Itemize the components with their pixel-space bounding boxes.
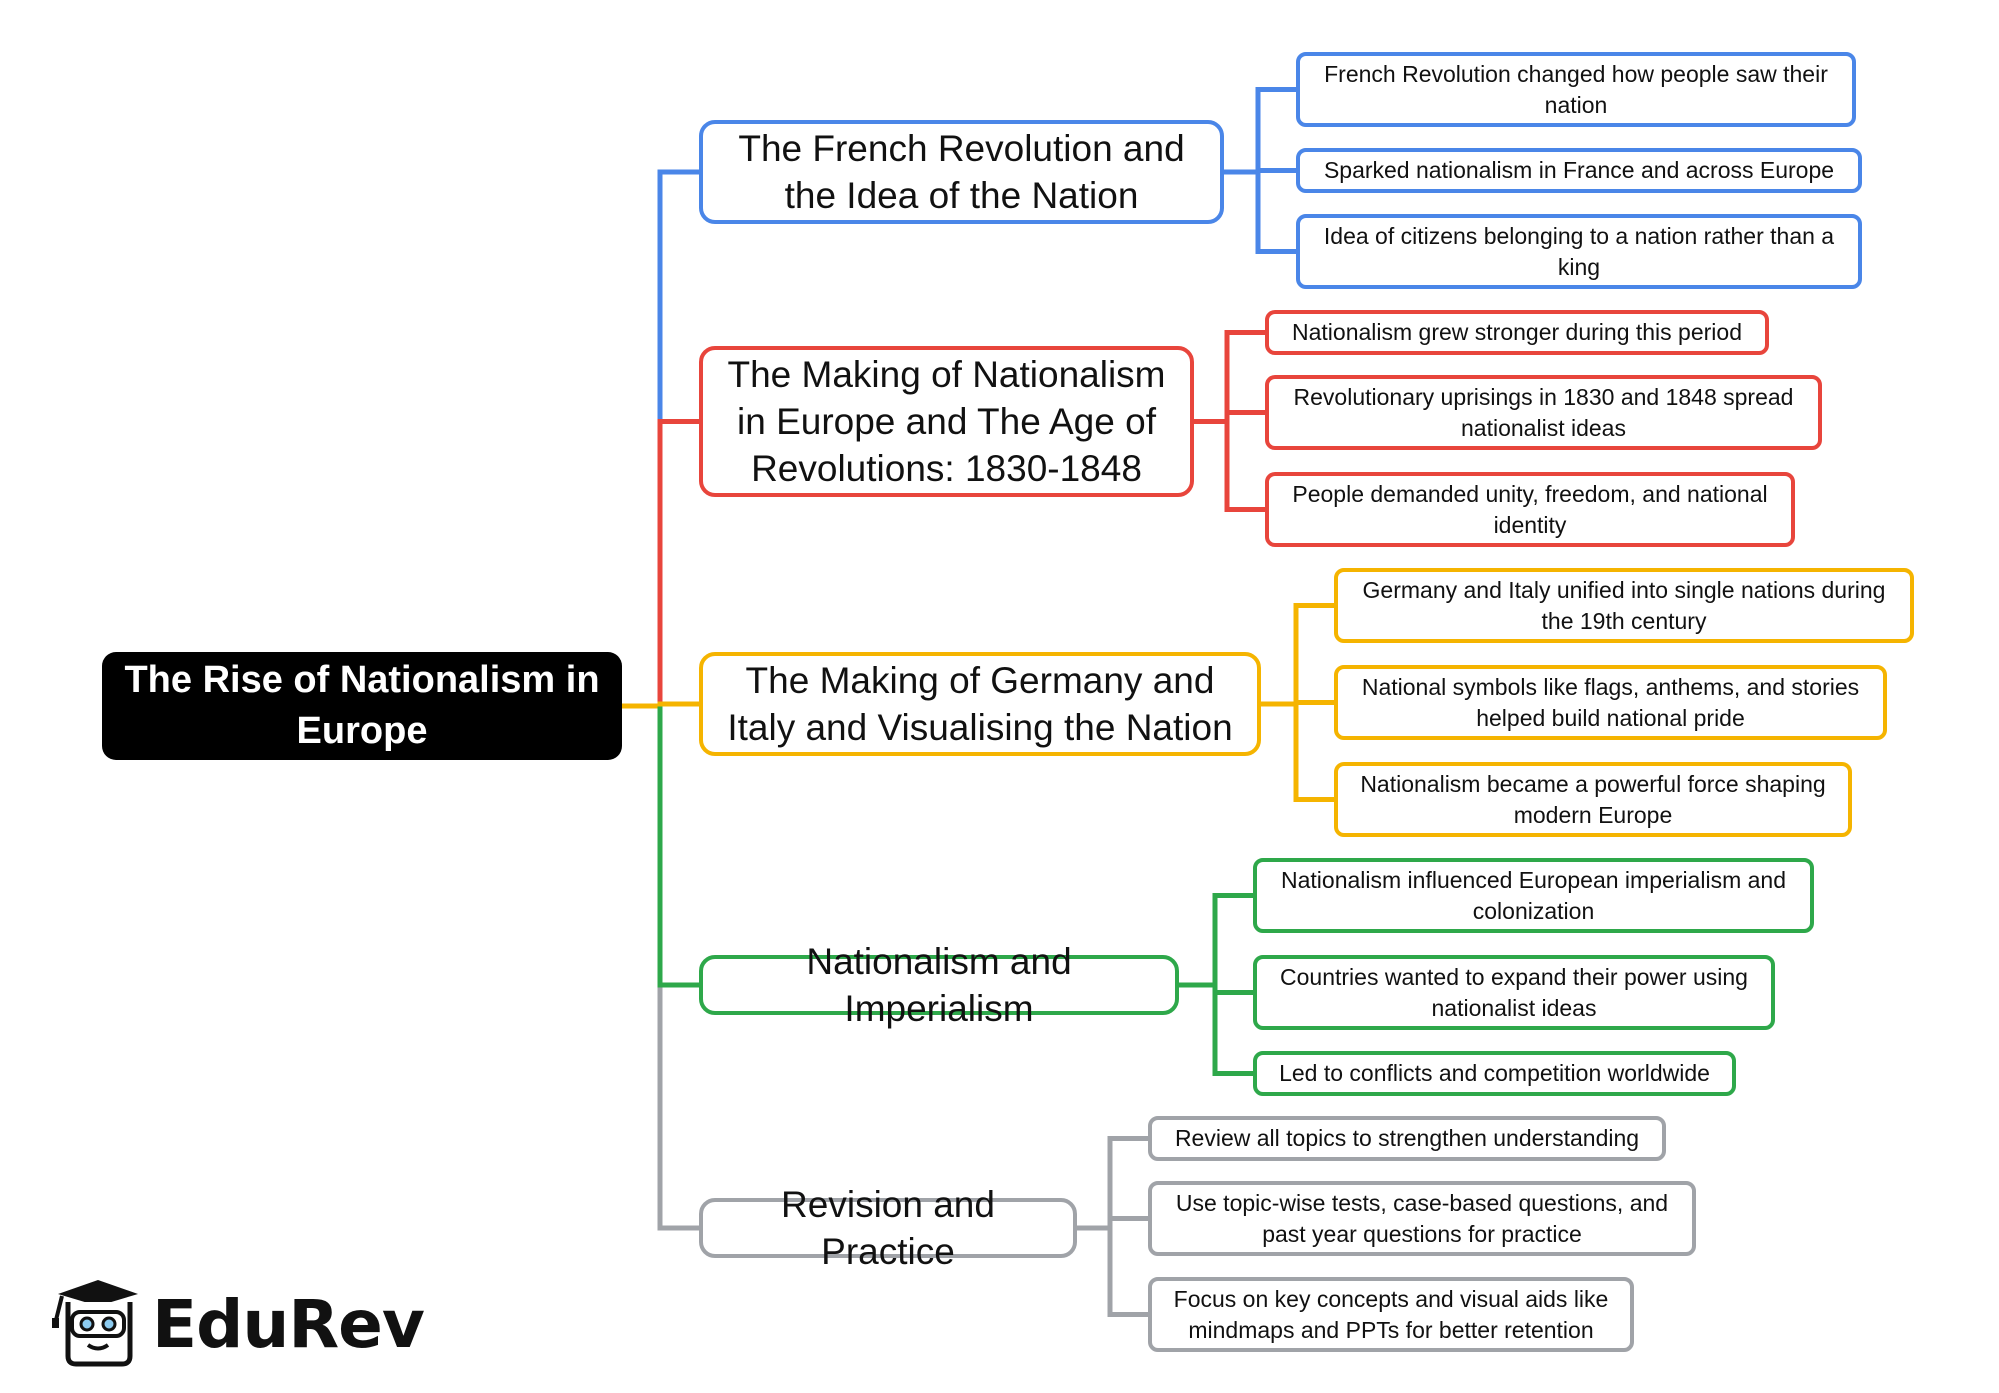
leaf-node: Sparked nationalism in France and across… xyxy=(1296,148,1862,193)
leaf-node: Nationalism grew stronger during this pe… xyxy=(1265,310,1769,355)
leaf-node: Germany and Italy unified into single na… xyxy=(1334,568,1914,643)
leaf-node: French Revolution changed how people saw… xyxy=(1296,52,1856,127)
brand-logo-text: EduRev xyxy=(152,1286,425,1363)
leaf-node: Review all topics to strengthen understa… xyxy=(1148,1116,1666,1161)
leaf-node: Idea of citizens belonging to a nation r… xyxy=(1296,214,1862,289)
branch-label: Nationalism and Imperialism xyxy=(806,941,1072,1029)
leaf-node: Nationalism influenced European imperial… xyxy=(1253,858,1814,933)
branch-label: Revision and Practice xyxy=(781,1184,995,1272)
graduation-cap-mascot-icon xyxy=(52,1280,138,1367)
root-label: The Rise of Nationalism in Europe xyxy=(124,659,600,752)
branch-node-imperialism: Nationalism and Imperialism xyxy=(699,941,1179,1029)
branch-label: The Making of Nationalism in Europe and … xyxy=(727,354,1166,489)
branch-node-french-revolution: The French Revolution and the Idea of th… xyxy=(699,120,1224,224)
leaf-node: People demanded unity, freedom, and nati… xyxy=(1265,472,1795,547)
leaf-node: Use topic-wise tests, case-based questio… xyxy=(1148,1181,1696,1256)
branch-node-germany-italy: The Making of Germany and Italy and Visu… xyxy=(699,652,1261,756)
branch-node-age-of-revolutions: The Making of Nationalism in Europe and … xyxy=(699,346,1194,497)
root-node: The Rise of Nationalism in Europe xyxy=(102,652,622,760)
leaf-node: National symbols like flags, anthems, an… xyxy=(1334,665,1887,740)
branch-label: The French Revolution and the Idea of th… xyxy=(738,128,1185,216)
leaf-node: Nationalism became a powerful force shap… xyxy=(1334,762,1852,837)
leaf-node: Countries wanted to expand their power u… xyxy=(1253,955,1775,1030)
leaf-node: Revolutionary uprisings in 1830 and 1848… xyxy=(1265,375,1822,450)
leaf-node: Focus on key concepts and visual aids li… xyxy=(1148,1277,1634,1352)
branch-label: The Making of Germany and Italy and Visu… xyxy=(727,660,1233,748)
leaf-node: Led to conflicts and competition worldwi… xyxy=(1253,1051,1736,1096)
branch-node-revision-practice: Revision and Practice xyxy=(699,1184,1077,1272)
